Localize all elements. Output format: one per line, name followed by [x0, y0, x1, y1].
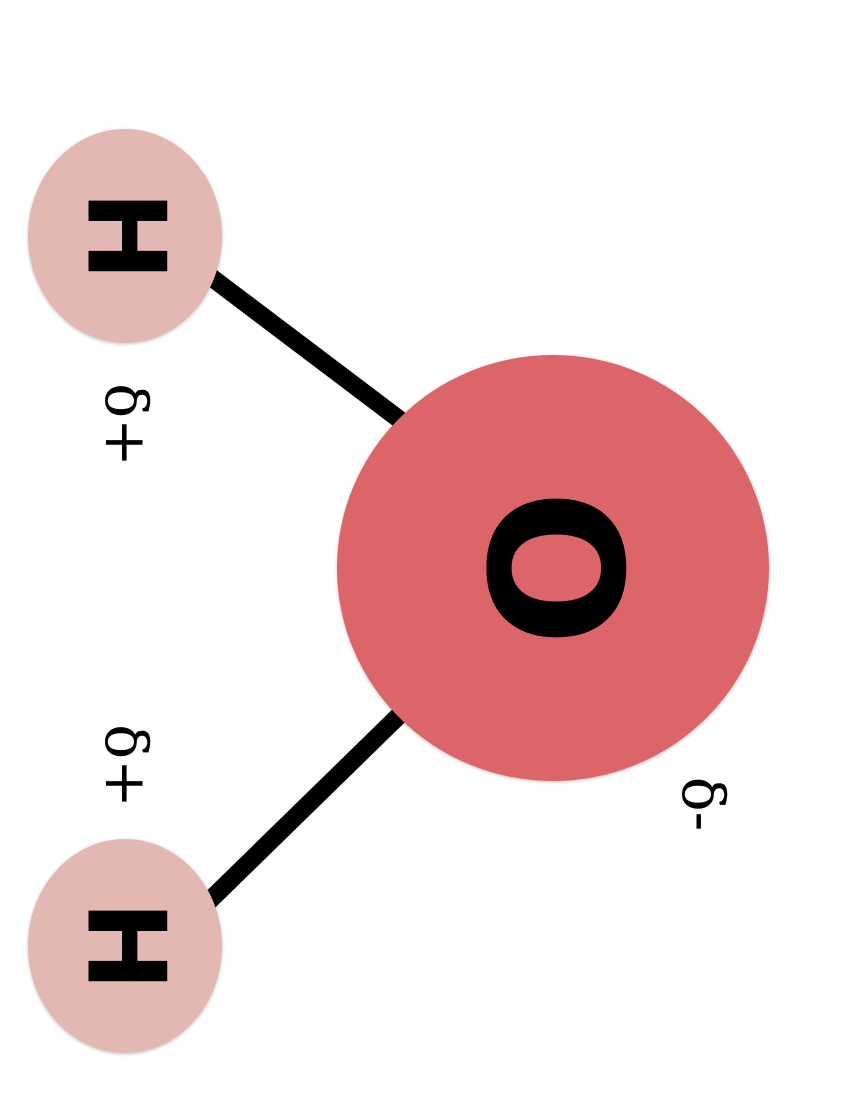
hydrogen-symbol-top: H: [63, 191, 188, 281]
hydrogen-symbol-bottom: H: [63, 901, 188, 991]
hydrogen-atom-top: H: [28, 129, 222, 343]
hydrogen-circle-top: [28, 129, 222, 343]
oxygen-circle: [337, 355, 769, 781]
partial-charge-hydrogen-top: δ+: [92, 383, 160, 467]
partial-charge-oxygen: δ-: [669, 777, 737, 832]
oxygen-symbol: O: [445, 489, 661, 646]
bond-lower: [198, 688, 427, 912]
hydrogen-circle-bottom: [28, 839, 222, 1053]
hydrogen-atom-bottom: H: [28, 839, 222, 1053]
partial-charge-hydrogen-bottom: δ+: [92, 724, 160, 808]
oxygen-atom: O: [337, 355, 769, 781]
bond-upper: [189, 257, 426, 443]
